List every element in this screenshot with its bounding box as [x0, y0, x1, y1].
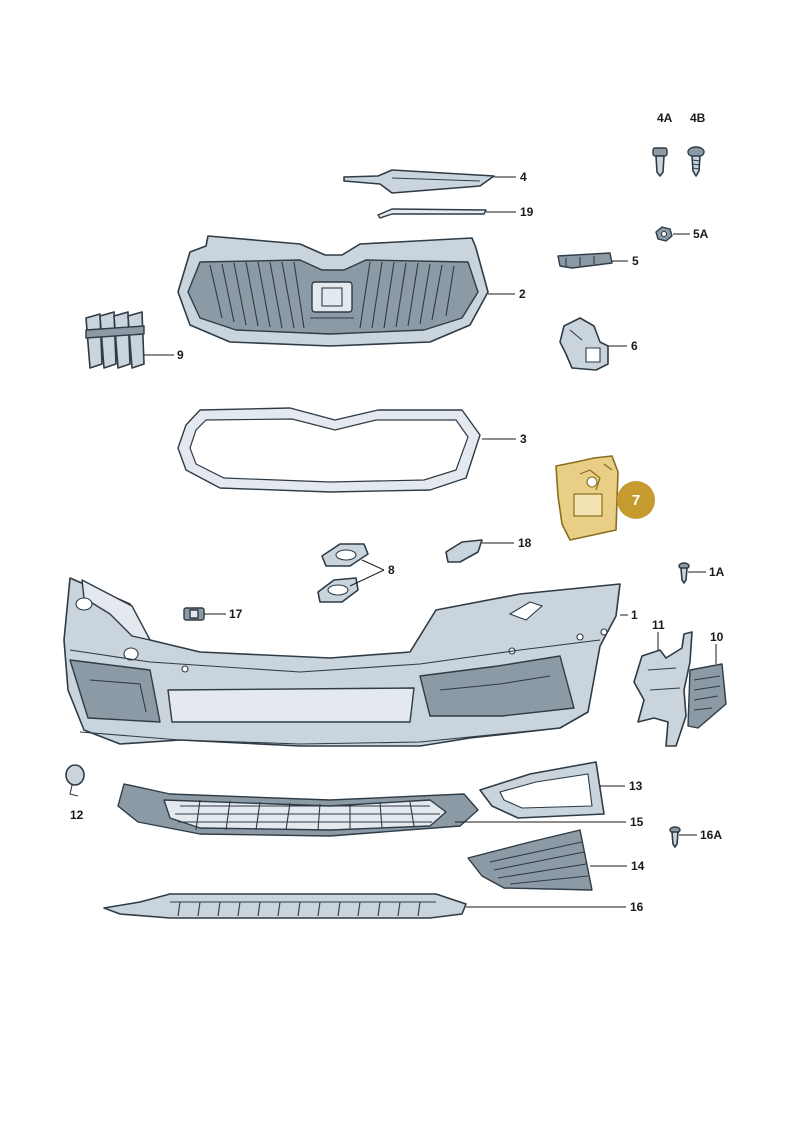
- callout-1a: 1A: [709, 565, 725, 579]
- part-17-clip[interactable]: [183, 607, 205, 621]
- callout-7: 7: [632, 492, 640, 509]
- part-4b-screw[interactable]: [687, 146, 705, 177]
- callout-1: 1: [631, 608, 638, 622]
- part-8-seal-lower[interactable]: [317, 577, 359, 603]
- part-16a-screw[interactable]: [669, 826, 681, 848]
- part-13-lamp-frame[interactable]: [479, 761, 605, 819]
- part-5-bracket[interactable]: [557, 252, 613, 269]
- part-11-side-bracket[interactable]: [633, 631, 693, 747]
- part-14-lamp-insert[interactable]: [467, 829, 593, 891]
- part-12-tow-cap[interactable]: [65, 764, 85, 797]
- callout-5: 5: [632, 254, 639, 268]
- callout-16a: 16A: [700, 828, 722, 842]
- callout-10: 10: [710, 630, 724, 644]
- callout-4a: 4A: [657, 111, 673, 125]
- part-5a-nut[interactable]: [655, 226, 673, 242]
- part-1-bumper-cover[interactable]: [63, 577, 621, 747]
- callout-11: 11: [652, 618, 665, 632]
- callout-7-badge: 7: [617, 481, 655, 519]
- part-15-lower-grille[interactable]: [117, 783, 479, 837]
- part-4a-screw[interactable]: [652, 147, 668, 177]
- callout-4b: 4B: [690, 111, 706, 125]
- callout-6: 6: [631, 339, 638, 353]
- part-2-radiator-grille[interactable]: [177, 235, 489, 347]
- callout-14: 14: [631, 859, 645, 873]
- callout-18: 18: [518, 536, 532, 550]
- part-8-seal-upper[interactable]: [321, 543, 369, 567]
- part-4-upper-trim[interactable]: [343, 169, 495, 194]
- callout-12: 12: [70, 808, 84, 822]
- callout-2: 2: [519, 287, 526, 301]
- part-1a-screw[interactable]: [678, 562, 690, 584]
- callout-9: 9: [177, 348, 184, 362]
- callout-4: 4: [520, 170, 527, 184]
- callout-16: 16: [630, 900, 644, 914]
- callout-8: 8: [388, 563, 395, 577]
- part-6-bracket[interactable]: [559, 317, 609, 371]
- callout-15: 15: [630, 815, 644, 829]
- callout-3: 3: [520, 432, 527, 446]
- part-10-side-insert[interactable]: [687, 663, 727, 729]
- callout-5a: 5A: [693, 227, 709, 241]
- part-3-grille-frame[interactable]: [177, 407, 481, 493]
- callout-19: 19: [520, 205, 534, 219]
- part-19-chrome-strip[interactable]: [377, 208, 487, 219]
- part-18-cover-cap[interactable]: [445, 539, 483, 563]
- callout-17: 17: [229, 607, 243, 621]
- part-7-mounting-bracket[interactable]: [555, 455, 619, 541]
- part-16-spoiler[interactable]: [103, 893, 467, 919]
- part-9-air-guide[interactable]: [85, 311, 145, 369]
- callout-13: 13: [629, 779, 643, 793]
